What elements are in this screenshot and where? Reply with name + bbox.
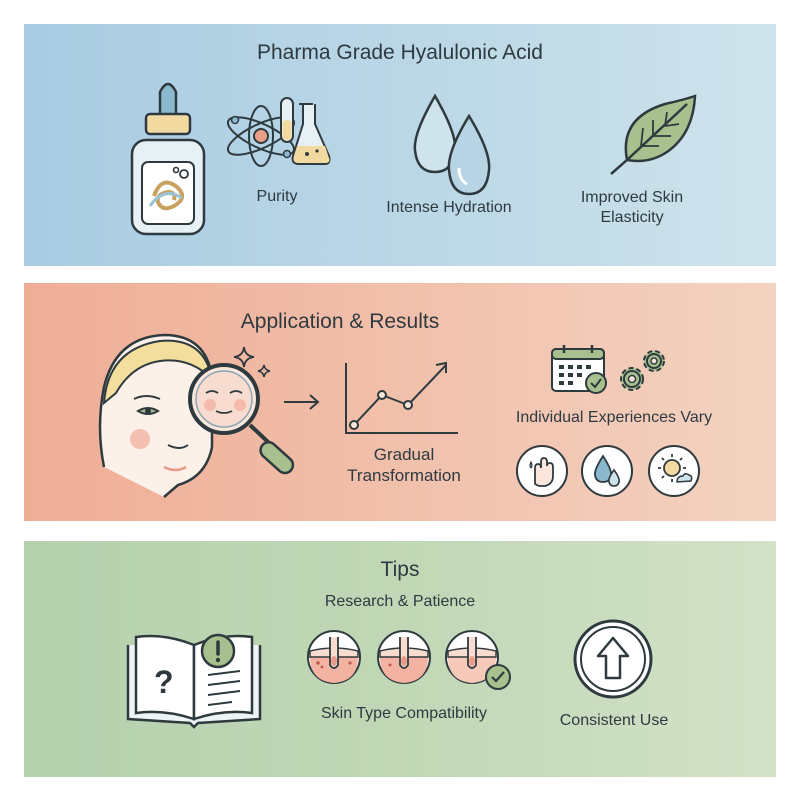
- hyaluronic-panel: Pharma Grade Hyalulonic Acid: [24, 24, 776, 266]
- up-arrow-icon: [572, 618, 654, 700]
- open-book-icon: ?: [124, 631, 264, 729]
- hydration-label: Intense Hydration: [386, 199, 512, 216]
- alert-icon: [200, 633, 236, 669]
- atom-flask-icon: [221, 94, 333, 174]
- face-icon: [94, 327, 224, 498]
- research-label: Research & Patience: [324, 593, 476, 610]
- purity-label: Purity: [256, 188, 298, 205]
- gear-icon: [616, 345, 676, 397]
- sparkle-icon: [233, 346, 274, 387]
- elasticity-label: Improved Skin Elasticity: [580, 189, 684, 226]
- check-icon: [484, 663, 512, 691]
- sun-icon: [647, 444, 701, 498]
- water-drops-icon: [407, 90, 497, 200]
- line-chart-icon: [342, 359, 462, 439]
- hyaluronic-title: Pharma Grade Hyalulonic Acid: [257, 41, 543, 64]
- arrow-right-icon: [282, 392, 322, 412]
- leaf-icon: [607, 94, 699, 176]
- skin-layer-icon: [306, 629, 362, 685]
- consistent-label: Consistent Use: [559, 712, 669, 729]
- application-title: Application & Results: [240, 310, 440, 333]
- droplet-icon: [580, 444, 634, 498]
- tips-panel: Tips Research & Patience ?: [24, 541, 776, 777]
- application-panel: Application & Results: [24, 283, 776, 521]
- calendar-icon: [550, 343, 610, 395]
- svg-text:?: ?: [154, 664, 174, 700]
- tips-title: Tips: [380, 558, 420, 581]
- hand-icon: [515, 444, 569, 498]
- skin-layer-icon: [376, 629, 432, 685]
- serum-bottle-icon: [128, 78, 208, 238]
- magnifier-icon: [184, 359, 324, 479]
- individual-label: Individual Experiences Vary: [515, 409, 713, 426]
- skin-layer-icon: [444, 629, 500, 685]
- skin-type-label: Skin Type Compatibility: [321, 705, 487, 722]
- gradual-label: Gradual Transformation: [347, 445, 461, 486]
